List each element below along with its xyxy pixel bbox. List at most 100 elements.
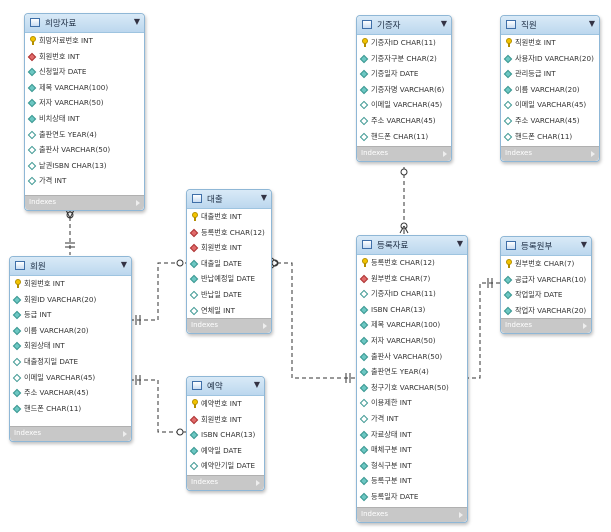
column-row[interactable]: 가격 INT — [25, 174, 144, 190]
column-row[interactable]: 등록번호 CHAR(12) — [357, 256, 467, 272]
indexes-bar[interactable]: Indexes — [10, 426, 131, 441]
collapse-arrow-icon[interactable]: ▼ — [440, 19, 447, 28]
column-row[interactable]: 기증자명 VARCHAR(6) — [357, 83, 451, 99]
collapse-arrow-icon[interactable]: ▼ — [588, 19, 595, 28]
column-row[interactable]: 예약일 DATE — [187, 444, 264, 460]
column-row[interactable]: 반납일 DATE — [187, 288, 271, 304]
column-row[interactable]: 신청일자 DATE — [25, 65, 144, 81]
column-row[interactable]: 제목 VARCHAR(100) — [357, 318, 467, 334]
column-row[interactable]: 등록일자 DATE — [357, 490, 467, 506]
column-row[interactable]: 회원번호 INT — [25, 50, 144, 66]
collapse-arrow-icon[interactable]: ▼ — [260, 193, 267, 202]
column-row[interactable]: 기증자ID CHAR(11) — [357, 36, 451, 52]
table-header[interactable]: 직원 ▼ — [501, 16, 599, 35]
column-row[interactable]: 작업자 VARCHAR(20) — [501, 304, 591, 320]
table-header[interactable]: 대출 ▼ — [187, 190, 271, 209]
column-row[interactable]: 핸드폰 CHAR(11) — [501, 130, 599, 146]
indexes-bar[interactable]: Indexes — [25, 195, 144, 210]
column-row[interactable]: 자료상태 INT — [357, 428, 467, 444]
column-row[interactable]: ISBN CHAR(13) — [187, 428, 264, 444]
column-row[interactable]: 반납예정일 DATE — [187, 272, 271, 288]
indexes-bar[interactable]: Indexes — [501, 318, 591, 333]
column-row[interactable]: 회원상태 INT — [10, 339, 131, 355]
expand-arrow-icon[interactable] — [263, 323, 267, 329]
column-row[interactable]: 주소 VARCHAR(45) — [10, 386, 131, 402]
column-row[interactable]: 회원번호 INT — [10, 277, 131, 293]
column-row[interactable]: 매체구분 INT — [357, 443, 467, 459]
column-row[interactable]: 등급 INT — [10, 308, 131, 324]
table-ledger[interactable]: 등록원부 ▼ 원부번호 CHAR(7)공급자 VARCHAR(10)작업일자 D… — [500, 236, 592, 334]
column-row[interactable]: 비치상태 INT — [25, 112, 144, 128]
indexes-bar[interactable]: Indexes — [501, 146, 599, 161]
column-row[interactable]: 공급자 VARCHAR(10) — [501, 273, 591, 289]
expand-arrow-icon[interactable] — [583, 323, 587, 329]
column-row[interactable]: 사용자ID VARCHAR(20) — [501, 52, 599, 68]
column-row[interactable]: 희망자료번호 INT — [25, 34, 144, 50]
column-row[interactable]: 출판연도 YEAR(4) — [25, 128, 144, 144]
column-row[interactable]: 출판사 VARCHAR(50) — [357, 350, 467, 366]
column-row[interactable]: 직원번호 INT — [501, 36, 599, 52]
collapse-arrow-icon[interactable]: ▼ — [253, 380, 260, 389]
column-row[interactable]: 작업일자 DATE — [501, 288, 591, 304]
expand-arrow-icon[interactable] — [591, 151, 595, 157]
column-row[interactable]: 대출번호 INT — [187, 210, 271, 226]
column-row[interactable]: 등록번호 CHAR(12) — [187, 226, 271, 242]
column-row[interactable]: 이름 VARCHAR(20) — [10, 324, 131, 340]
indexes-bar[interactable]: Indexes — [187, 318, 271, 333]
column-row[interactable]: 연체일 INT — [187, 304, 271, 320]
column-row[interactable]: 이메일 VARCHAR(45) — [357, 98, 451, 114]
column-row[interactable]: 제목 VARCHAR(100) — [25, 81, 144, 97]
column-row[interactable]: 이메일 VARCHAR(45) — [501, 98, 599, 114]
column-row[interactable]: 원부번호 CHAR(7) — [357, 272, 467, 288]
column-row[interactable]: 출판연도 YEAR(4) — [357, 365, 467, 381]
column-row[interactable]: ISBN CHAR(13) — [357, 303, 467, 319]
column-row[interactable]: 원부번호 CHAR(7) — [501, 257, 591, 273]
table-donor[interactable]: 기증자 ▼ 기증자ID CHAR(11)기증자구분 CHAR(2)기증일자 DA… — [356, 15, 452, 162]
column-row[interactable]: 주소 VARCHAR(45) — [357, 114, 451, 130]
expand-arrow-icon[interactable] — [123, 431, 127, 437]
column-row[interactable]: 회원번호 INT — [187, 413, 264, 429]
table-header[interactable]: 희망자료 ▼ — [25, 14, 144, 33]
column-row[interactable]: 기증일자 DATE — [357, 67, 451, 83]
column-row[interactable]: 핸드폰 CHAR(11) — [357, 130, 451, 146]
column-row[interactable]: 회원ID VARCHAR(20) — [10, 293, 131, 309]
column-row[interactable]: 이메일 VARCHAR(45) — [10, 371, 131, 387]
column-row[interactable]: 핸드폰 CHAR(11) — [10, 402, 131, 418]
column-row[interactable]: 기증자ID CHAR(11) — [357, 287, 467, 303]
column-row[interactable]: 예약만기일 DATE — [187, 459, 264, 475]
collapse-arrow-icon[interactable]: ▼ — [580, 240, 587, 249]
column-row[interactable]: 청구기호 VARCHAR(50) — [357, 381, 467, 397]
expand-arrow-icon[interactable] — [443, 151, 447, 157]
collapse-arrow-icon[interactable]: ▼ — [120, 260, 127, 269]
table-header[interactable]: 기증자 ▼ — [357, 16, 451, 35]
column-row[interactable]: 대출정지일 DATE — [10, 355, 131, 371]
table-header[interactable]: 회원 ▼ — [10, 257, 131, 276]
table-header[interactable]: 등록원부 ▼ — [501, 237, 591, 256]
column-row[interactable]: 저자 VARCHAR(50) — [357, 334, 467, 350]
column-row[interactable]: 주소 VARCHAR(45) — [501, 114, 599, 130]
indexes-bar[interactable]: Indexes — [187, 475, 264, 490]
column-row[interactable]: 출판사 VARCHAR(50) — [25, 143, 144, 159]
column-row[interactable]: 등록구분 INT — [357, 474, 467, 490]
column-row[interactable]: 회원번호 INT — [187, 241, 271, 257]
table-header[interactable]: 예약 ▼ — [187, 377, 264, 396]
table-register[interactable]: 등록자료 ▼ 등록번호 CHAR(12)원부번호 CHAR(7)기증자ID CH… — [356, 235, 468, 523]
expand-arrow-icon[interactable] — [256, 480, 260, 486]
column-row[interactable]: 이름 VARCHAR(20) — [501, 83, 599, 99]
column-row[interactable]: 대출일 DATE — [187, 257, 271, 273]
column-row[interactable]: 이용제한 INT — [357, 396, 467, 412]
column-row[interactable]: 낱권ISBN CHAR(13) — [25, 159, 144, 175]
collapse-arrow-icon[interactable]: ▼ — [133, 17, 140, 26]
table-header[interactable]: 등록자료 ▼ — [357, 236, 467, 255]
column-row[interactable]: 형식구분 INT — [357, 459, 467, 475]
column-row[interactable]: 기증자구분 CHAR(2) — [357, 52, 451, 68]
indexes-bar[interactable]: Indexes — [357, 146, 451, 161]
column-row[interactable]: 저자 VARCHAR(50) — [25, 96, 144, 112]
collapse-arrow-icon[interactable]: ▼ — [456, 239, 463, 248]
column-row[interactable]: 가격 INT — [357, 412, 467, 428]
